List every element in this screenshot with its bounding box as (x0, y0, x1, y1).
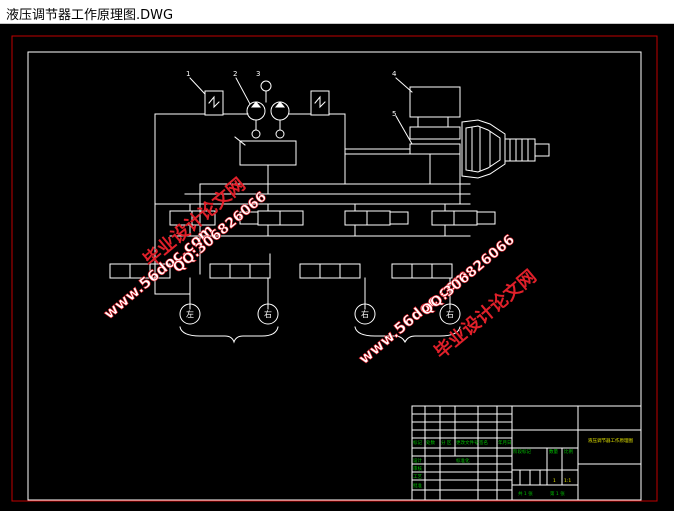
window-title: 液压调节器工作原理图.DWG (6, 8, 174, 23)
part-number-5: 5 (392, 110, 396, 118)
title-block (411, 405, 642, 501)
part-number-1: 1 (186, 70, 190, 78)
cylinder-label-2: 右 (264, 309, 272, 319)
window-titlebar: 液压调节器工作原理图.DWG (0, 0, 674, 24)
valve-block (239, 140, 297, 166)
motor (260, 80, 272, 92)
part-number-labels: 1 2 3 4 5 (186, 70, 397, 118)
valve-row-upper (169, 210, 496, 226)
sheet-number: 第 1 张 (550, 490, 565, 497)
role-label-0: 设计 (413, 457, 422, 464)
rev-header-2: 分 区 (441, 439, 452, 446)
title-block-text: 液压调节器工作原理图 阶段标记 数量 比例 1 1:1 共 1 张 第 1 张 … (413, 437, 633, 497)
outer-frame (11, 35, 658, 502)
scale-value: 1:1 (564, 478, 571, 484)
brace-left (179, 326, 279, 344)
inner-frame (27, 51, 642, 501)
role-label-2: 工艺 (413, 474, 422, 480)
brace-right (354, 326, 461, 344)
cad-drawing: 1 2 3 4 5 左 右 右 右 液压调节器工作原理图 阶段标记 数量 比例 … (11, 35, 658, 502)
rev-header-4: 签名 (479, 439, 488, 446)
spring-symbol (208, 95, 220, 109)
rev-header-0: 标记 (413, 439, 422, 446)
cylinder-label-1: 左 (186, 309, 194, 319)
actuator-housing (461, 119, 506, 179)
role-label-1: 审核 (413, 465, 422, 472)
component-1-box (204, 90, 224, 116)
role-label-3: 批准 (413, 482, 422, 489)
pump-arrow-right (274, 101, 286, 108)
stage-label: 阶段标记 (513, 448, 531, 455)
scale-label: 比例 (564, 448, 573, 455)
servo-block (409, 86, 461, 118)
rev-header-3: 更改文件号 (456, 439, 479, 446)
component-right-box (310, 90, 330, 116)
sheet-total: 共 1 张 (518, 490, 533, 497)
drawing-viewport[interactable]: 1 2 3 4 5 左 右 右 右 液压调节器工作原理图 阶段标记 数量 比例 … (0, 24, 674, 511)
quantity-value: 1 (553, 478, 556, 484)
hydraulic-schematic (109, 77, 642, 501)
pump-arrow-left (250, 101, 262, 108)
valve-row-lower (109, 263, 453, 279)
part-number-2: 2 (233, 70, 237, 78)
rev-header-5: 年月日 (498, 439, 512, 446)
part-number-4: 4 (392, 70, 397, 78)
cylinder-label-3: 右 (361, 309, 369, 319)
role-label-4: 标准化 (456, 457, 470, 464)
quantity-label: 数量 (549, 448, 558, 455)
cylinders (179, 303, 461, 325)
drawing-name: 液压调节器工作原理图 (588, 437, 633, 444)
part-number-3: 3 (256, 70, 260, 78)
cylinder-labels: 左 右 右 右 (186, 309, 454, 319)
cylinder-label-4: 右 (446, 309, 454, 319)
rev-header-1: 处数 (426, 439, 435, 446)
